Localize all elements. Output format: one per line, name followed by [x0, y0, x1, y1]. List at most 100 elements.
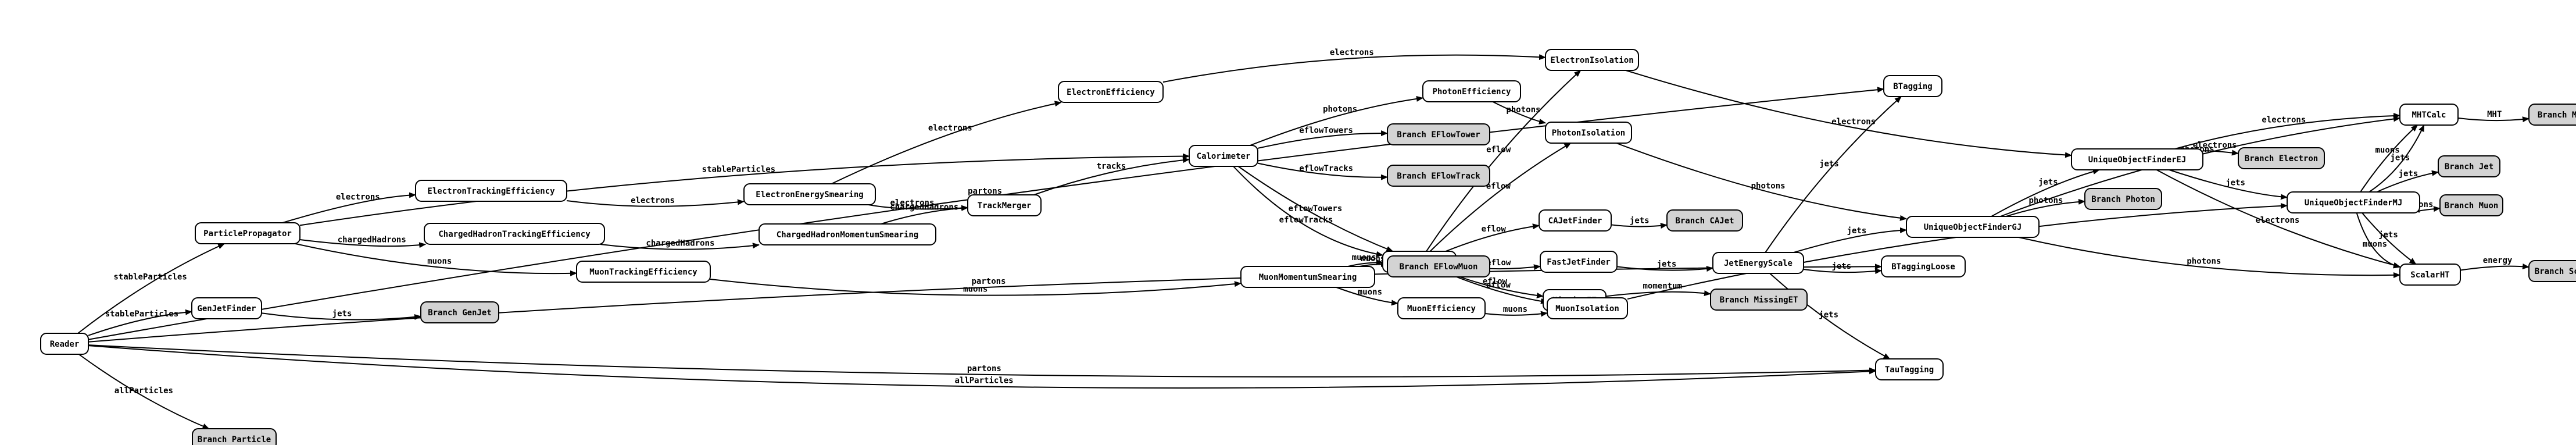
- node-mhtcalc[interactable]: MHTCalc: [2399, 104, 2459, 126]
- edge-label: eflowTracks: [1299, 164, 1353, 173]
- edge-label: electrons: [336, 193, 380, 202]
- node-branchmissinget[interactable]: Branch MissingET: [1710, 289, 1808, 311]
- edge-label: MHT: [2487, 110, 2502, 119]
- node-muonisolation[interactable]: MuonIsolation: [1547, 297, 1628, 319]
- edge-label: photons: [1751, 181, 1786, 191]
- node-label: ElectronEnergySmearing: [756, 190, 863, 200]
- node-box: [424, 223, 605, 245]
- node-muonefficiency[interactable]: MuonEfficiency: [1397, 297, 1486, 319]
- edge-jetenergyscale-to-uniqueobjectfindergj: jets: [1793, 226, 1907, 253]
- edge-eflowmerger-to-electronisolation: eflow: [1426, 70, 1582, 252]
- edge-label: electrons: [2262, 115, 2306, 124]
- node-brancheflowtower[interactable]: Branch EFlowTower: [1387, 123, 1490, 145]
- node-branchmht[interactable]: Branch MHT: [2528, 104, 2576, 126]
- node-photonisolation[interactable]: PhotonIsolation: [1545, 122, 1632, 144]
- edge-line: [566, 199, 745, 207]
- node-uniqueobjectfindergj[interactable]: UniqueObjectFinderGJ: [1906, 216, 2040, 238]
- edge-line: [1616, 143, 1907, 221]
- edge-uniqueobjectfinderej-to-mhtcalc: electrons: [2174, 113, 2400, 149]
- node-photonefficiency[interactable]: PhotonEfficiency: [1422, 80, 1521, 102]
- edge-label: chargedHadrons: [890, 202, 958, 212]
- node-electronenergysmearing[interactable]: ElectronEnergySmearing: [743, 183, 876, 205]
- node-uniqueobjectfindermj[interactable]: UniqueObjectFinderMJ: [2287, 191, 2420, 213]
- edge-line: [77, 243, 225, 334]
- node-electronisolation[interactable]: ElectronIsolation: [1545, 49, 1639, 71]
- edge-line: [2360, 124, 2418, 193]
- node-box: [1710, 289, 1808, 311]
- edge-line: [2202, 149, 2239, 156]
- edge-line: [2019, 237, 2400, 278]
- edge-line: [2362, 212, 2417, 265]
- node-label: BTagging: [1893, 82, 1932, 91]
- node-chargedhadrontrackingefficiency[interactable]: ChargedHadronTrackingEfficiency: [424, 223, 605, 245]
- node-label: ChargedHadronTrackingEfficiency: [438, 230, 591, 239]
- edge-chargedhadronmomentumsmearing-to-trackmerger: chargedHadrons: [881, 202, 968, 225]
- node-label: Branch EFlowTower: [1397, 130, 1480, 140]
- edge-label: muons: [1352, 253, 1376, 262]
- node-label: ParticlePropagator: [203, 229, 292, 238]
- node-box: [1881, 255, 1966, 277]
- node-label: ScalarHT: [2410, 270, 2449, 280]
- edge-line: [881, 205, 968, 225]
- node-fastjetfinder[interactable]: FastJetFinder: [1540, 251, 1618, 273]
- node-trackmerger[interactable]: TrackMerger: [967, 194, 1042, 216]
- node-label: Calorimeter: [1197, 152, 1251, 161]
- node-electronefficiency[interactable]: ElectronEfficiency: [1058, 81, 1164, 103]
- node-btaggingloose[interactable]: BTaggingLoose: [1881, 255, 1966, 277]
- edge-line: [1484, 311, 1548, 317]
- edge-jetenergyscale-to-btagging: jets: [1765, 96, 1902, 253]
- edge-line: [600, 243, 760, 250]
- edge-label: muons: [1503, 305, 1527, 314]
- node-brancheflowtrack[interactable]: Branch EFlowTrack: [1387, 165, 1490, 187]
- node-reader[interactable]: Reader: [40, 333, 89, 355]
- edge-uniqueobjectfindergj-to-branchphoton: photons: [2006, 196, 2085, 217]
- edge-electronenergysmearing-to-electronefficiency: electrons: [831, 101, 1062, 184]
- node-brancheflowmuon[interactable]: Branch EFlowMuon: [1387, 255, 1490, 277]
- node-box: [1540, 251, 1618, 273]
- node-branchparticle[interactable]: Branch Particle: [192, 428, 277, 445]
- node-muontrackingefficiency[interactable]: MuonTrackingEfficiency: [576, 261, 711, 283]
- edge-reader-to-genjetfinder: stableParticles: [88, 309, 192, 336]
- node-branchjet[interactable]: Branch Jet: [2438, 155, 2500, 177]
- node-chargedhadronmomentumsmearing[interactable]: ChargedHadronMomentumSmearing: [759, 223, 936, 245]
- edge-label: jets: [1831, 262, 1851, 271]
- edge-label: jets: [2390, 154, 2410, 163]
- node-calorimeter[interactable]: Calorimeter: [1189, 145, 1258, 167]
- edge-label: muons: [2363, 240, 2387, 249]
- node-box: [576, 261, 711, 283]
- node-label: UniqueObjectFinderEJ: [2088, 155, 2187, 165]
- node-cajetfinder[interactable]: CAJetFinder: [1539, 209, 1612, 232]
- node-tautagging[interactable]: TauTagging: [1875, 358, 1944, 380]
- node-label: GenJetFinder: [197, 304, 256, 314]
- edge-line: [1769, 273, 1891, 359]
- edge-reader-to-tautagging: allParticles: [88, 345, 1876, 389]
- edge-reader-to-particlepropagator: stableParticles: [77, 243, 225, 334]
- node-btagging[interactable]: BTagging: [1883, 75, 1942, 97]
- edge-uniqueobjectfindermj-to-scalarht: jets: [2362, 212, 2417, 265]
- edge-line: [2376, 170, 2439, 193]
- node-genjetfinder[interactable]: GenJetFinder: [191, 297, 262, 319]
- node-branchscalarht[interactable]: Branch ScalarHT: [2528, 260, 2576, 282]
- node-particlepropagator[interactable]: ParticlePropagator: [195, 222, 300, 244]
- node-label: ElectronEfficiency: [1067, 88, 1155, 97]
- node-uniqueobjectfinderej[interactable]: UniqueObjectFinderEJ: [2071, 148, 2203, 170]
- node-box: [1539, 209, 1612, 232]
- node-branchmuon[interactable]: Branch Muon: [2439, 194, 2503, 216]
- edge-uniqueobjectfindergj-to-scalarht: photons: [2019, 237, 2400, 278]
- node-branchcajet[interactable]: Branch CAJet: [1666, 209, 1743, 232]
- node-jetenergyscale[interactable]: JetEnergyScale: [1712, 252, 1804, 274]
- node-box: [1883, 75, 1942, 97]
- node-muonmomentumsmearing[interactable]: MuonMomentumSmearing: [1240, 266, 1375, 288]
- node-branchphoton[interactable]: Branch Photon: [2084, 188, 2162, 210]
- node-branchelectron[interactable]: Branch Electron: [2238, 147, 2325, 169]
- node-electrontrackingefficiency[interactable]: ElectronTrackingEfficiency: [415, 180, 567, 202]
- node-scalarht[interactable]: ScalarHT: [2399, 264, 2461, 286]
- edge-line: [1233, 166, 1383, 257]
- node-branchgenjet[interactable]: Branch GenJet: [420, 301, 499, 323]
- edge-line: [1429, 143, 1572, 252]
- node-label: Branch EFlowMuon: [1400, 262, 1478, 272]
- edge-cajetfinder-to-branchcajet: jets: [1611, 216, 1668, 229]
- edge-label: muons: [427, 257, 452, 266]
- edge-line: [1611, 223, 1668, 229]
- edge-label: jets: [2226, 178, 2245, 187]
